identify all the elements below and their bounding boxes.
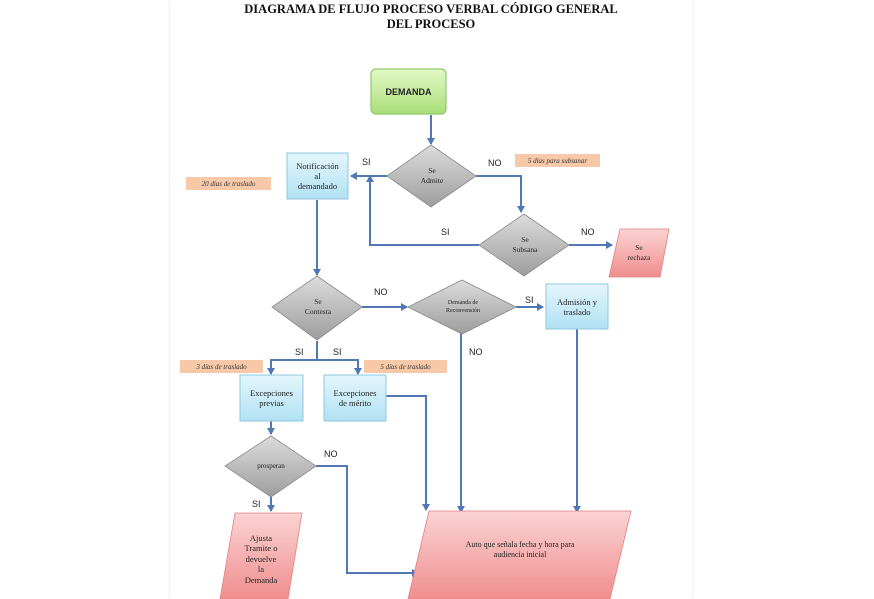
prosperan-label: prosperan [257, 462, 285, 470]
edge-label-subsana-no: NO [581, 227, 595, 237]
rechaza-parallelogram [608, 228, 670, 278]
subsana-label: Se Subsana [512, 235, 538, 254]
edge-label-contesta-no: NO [374, 287, 388, 297]
notificacion-box [286, 152, 349, 200]
edge-label-prosperan-no: NO [324, 449, 338, 459]
edge-label-subsana-si: SI [441, 227, 450, 237]
admite-diamond [386, 144, 477, 208]
contesta-label: Se Contesta [304, 297, 332, 316]
notificacion-label: Notificación al demandado [296, 161, 339, 191]
subsana-diamond [478, 213, 570, 277]
prosperan-diamond [224, 435, 317, 498]
previas-box [239, 374, 304, 422]
ajusta-label: Ajusta Tramite o devuelve la Demanda [244, 532, 278, 585]
note-cinco-dias-subsanar: 5 días para subsanar [515, 154, 600, 167]
edge-label-reconvencion-no: NO [469, 347, 483, 357]
admision-box [545, 283, 609, 330]
edge-label-reconvencion-si: SI [525, 295, 534, 305]
rechaza-label: Se rechaza [627, 243, 651, 262]
admite-label: Se Admite [420, 166, 444, 185]
edge-label-admite-no: NO [488, 158, 502, 168]
merito-box [323, 374, 387, 422]
contesta-diamond [271, 275, 363, 341]
edge-contesta-merito [317, 359, 362, 375]
demanda-label: DEMANDA [385, 86, 432, 97]
edge-merito-auto [386, 395, 430, 511]
note-cinco-dias-traslado: 5 días de traslado [364, 360, 447, 373]
title-line-2: DEL PROCESO [386, 17, 476, 31]
note-veinte-dias-traslado: 20 días de traslado [186, 177, 271, 190]
connectors [267, 115, 613, 577]
edge-prosperan-auto [316, 465, 419, 577]
title-line-1: DIAGRAMA DE FLUJO PROCESO VERBAL CÓDIGO … [244, 2, 618, 16]
edge-subsana-admite [366, 175, 479, 246]
edge-admite-subsana [476, 175, 525, 213]
edge-label-contesta-si-1: SI [295, 347, 304, 357]
edge-contesta-split [267, 341, 318, 375]
merito-label: Excepciones de mérito [333, 388, 377, 408]
edge-label-contesta-si-2: SI [333, 347, 342, 357]
auto-parallelogram [407, 510, 632, 599]
note-tres-dias-traslado: 3 días de traslado [180, 360, 263, 373]
reconvencion-diamond [407, 279, 517, 335]
reconvencion-label: Demanda de Reconvensión [446, 300, 480, 314]
edge-label-admite-si: SI [362, 157, 371, 167]
demanda-start-box [370, 68, 447, 115]
admision-label: Admisión y traslado [557, 296, 597, 317]
diagram-title: DIAGRAMA DE FLUJO PROCESO VERBAL CÓDIGO … [170, 2, 692, 32]
edge-label-prosperan-si: SI [252, 499, 261, 509]
previas-label: Excepciones previas [250, 388, 293, 408]
auto-label: Auto que señala fecha y hora para audien… [465, 540, 575, 559]
ajusta-parallelogram [219, 512, 303, 599]
